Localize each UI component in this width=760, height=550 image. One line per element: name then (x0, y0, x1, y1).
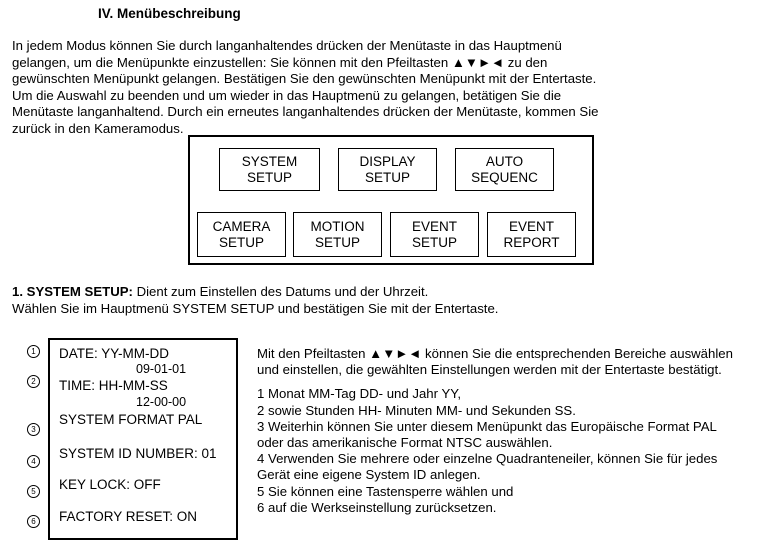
heading-rest: Dient zum Einstellen des Datums und der … (132, 284, 429, 299)
osd-system-format: SYSTEM FORMAT PAL (59, 412, 203, 427)
system-setup-heading: 1. SYSTEM SETUP: Dient zum Einstellen de… (12, 284, 498, 317)
intro-line: gewünschten Menüpunkt gelangen. Bestätig… (12, 71, 597, 87)
osd-key-lock: KEY LOCK: OFF (59, 477, 161, 492)
menu-label: EVENT (508, 218, 554, 234)
menu-label: SETUP (218, 234, 264, 250)
intro-line: In jedem Modus können Sie durch langanha… (12, 38, 562, 53)
desc-line: Mit den Pfeiltasten ▲▼►◄ können Sie die … (257, 346, 733, 361)
intro-line: Um die Auswahl zu beenden und um wieder … (12, 87, 562, 103)
menu-label: MOTION (310, 218, 365, 234)
system-setup-osd: DATE: YY-MM-DD 09-01-01 TIME: HH-MM-SS 1… (48, 338, 238, 540)
osd-date-label: DATE: YY-MM-DD (59, 346, 170, 361)
heading-bold: 1. SYSTEM SETUP: (12, 284, 133, 299)
osd-time-label: TIME: HH-MM-SS (59, 378, 168, 393)
system-setup-heading-line: 1. SYSTEM SETUP: Dient zum Einstellen de… (12, 284, 498, 301)
desc-item: 3 Weiterhin können Sie unter diesem Menü… (257, 418, 717, 434)
menu-label: CAMERA (212, 218, 271, 234)
menu-label: SYSTEM (241, 153, 298, 169)
system-setup-description: Mit den Pfeiltasten ▲▼►◄ können Sie die … (257, 346, 757, 516)
menu-system-setup: SYSTEM SETUP (219, 148, 320, 191)
menu-label: SETUP (364, 169, 410, 185)
desc-item: 5 Sie können eine Tastensperre wählen un… (257, 483, 514, 499)
system-setup-instruction: Wählen Sie im Hauptmenü SYSTEM SETUP und… (12, 300, 499, 316)
desc-item: Gerät eine eigene System ID anlegen. (257, 467, 481, 483)
desc-item: 2 sowie Stunden HH- Minuten MM- und Seku… (257, 402, 576, 418)
desc-item: oder das amerikanische Format NTSC auswä… (257, 435, 553, 451)
menu-label: SETUP (314, 234, 360, 250)
menu-camera-setup: CAMERA SETUP (197, 212, 286, 257)
paragraph-gap (257, 378, 757, 386)
section-title: IV. Menübeschreibung (98, 6, 241, 21)
menu-label: AUTO (485, 153, 524, 169)
desc-item: 4 Verwenden Sie mehrere oder einzelne Qu… (257, 451, 718, 467)
main-menu-diagram: SYSTEM SETUP DISPLAY SETUP AUTO SEQUENC … (188, 135, 594, 265)
desc-item: 1 Monat MM-Tag DD- und Jahr YY, (257, 386, 462, 402)
marker-3: 3 (27, 423, 40, 436)
marker-2: 2 (27, 375, 40, 388)
menu-label: EVENT (411, 218, 457, 234)
intro-line: zurück in den Kameramodus. (12, 120, 184, 136)
osd-date-value: 09-01-01 (136, 362, 187, 376)
intro-line: Menütaste langanhaltend. Durch ein erneu… (12, 104, 599, 120)
menu-label: SETUP (411, 234, 457, 250)
menu-event-setup: EVENT SETUP (390, 212, 479, 257)
menu-display-setup: DISPLAY SETUP (338, 148, 437, 191)
desc-line: und einstellen, die gewählten Einstellun… (257, 362, 722, 378)
marker-1: 1 (27, 345, 40, 358)
menu-auto-sequenc: AUTO SEQUENC (455, 148, 554, 191)
marker-4: 4 (27, 455, 40, 468)
osd-time-value: 12-00-00 (136, 395, 187, 409)
menu-label: REPORT (503, 234, 560, 250)
osd-system-id: SYSTEM ID NUMBER: 01 (59, 446, 217, 461)
desc-item: 6 auf die Werkseinstellung zurücksetzen. (257, 499, 497, 515)
marker-6: 6 (27, 515, 40, 528)
intro-line: gelangen, um die Menüpunkte einzustellen… (12, 54, 548, 70)
menu-event-report: EVENT REPORT (487, 212, 576, 257)
menu-label: SETUP (246, 169, 292, 185)
menu-label: DISPLAY (359, 153, 416, 169)
menu-label: SEQUENC (471, 169, 538, 185)
intro-paragraph: In jedem Modus können Sie durch langanha… (12, 38, 757, 138)
marker-5: 5 (27, 485, 40, 498)
menu-motion-setup: MOTION SETUP (293, 212, 382, 257)
osd-factory-reset: FACTORY RESET: ON (59, 509, 198, 524)
